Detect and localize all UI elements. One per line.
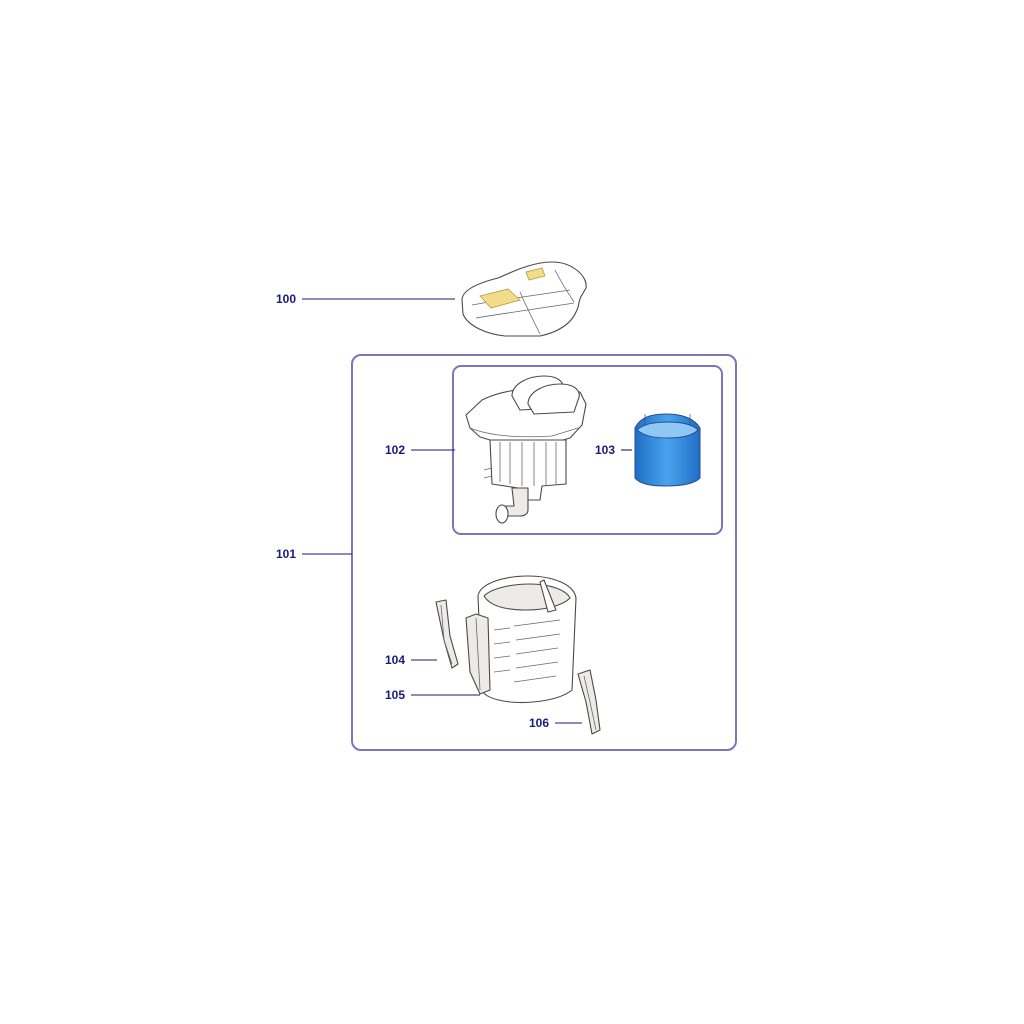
callout-106[interactable]: 106 xyxy=(529,716,549,730)
callout-102[interactable]: 102 xyxy=(385,443,405,457)
group-frame-101 xyxy=(351,354,737,751)
callout-104[interactable]: 104 xyxy=(385,653,405,667)
part-106-right-strip[interactable] xyxy=(577,669,601,735)
callout-103[interactable]: 103 xyxy=(595,443,615,457)
leader-lines xyxy=(302,298,632,724)
callout-101[interactable]: 101 xyxy=(276,547,296,561)
part-102-motor-unit[interactable] xyxy=(465,375,587,524)
callout-labels: 100 101 102 103 104 105 106 xyxy=(276,292,615,730)
part-104-left-strip[interactable] xyxy=(435,599,459,669)
part-103-foam-filter[interactable] xyxy=(634,413,701,487)
callout-100[interactable]: 100 xyxy=(276,292,296,306)
part-105-slotted-housing[interactable] xyxy=(465,575,577,703)
part-100-lid-cover[interactable] xyxy=(461,261,587,337)
callout-105[interactable]: 105 xyxy=(385,688,405,702)
